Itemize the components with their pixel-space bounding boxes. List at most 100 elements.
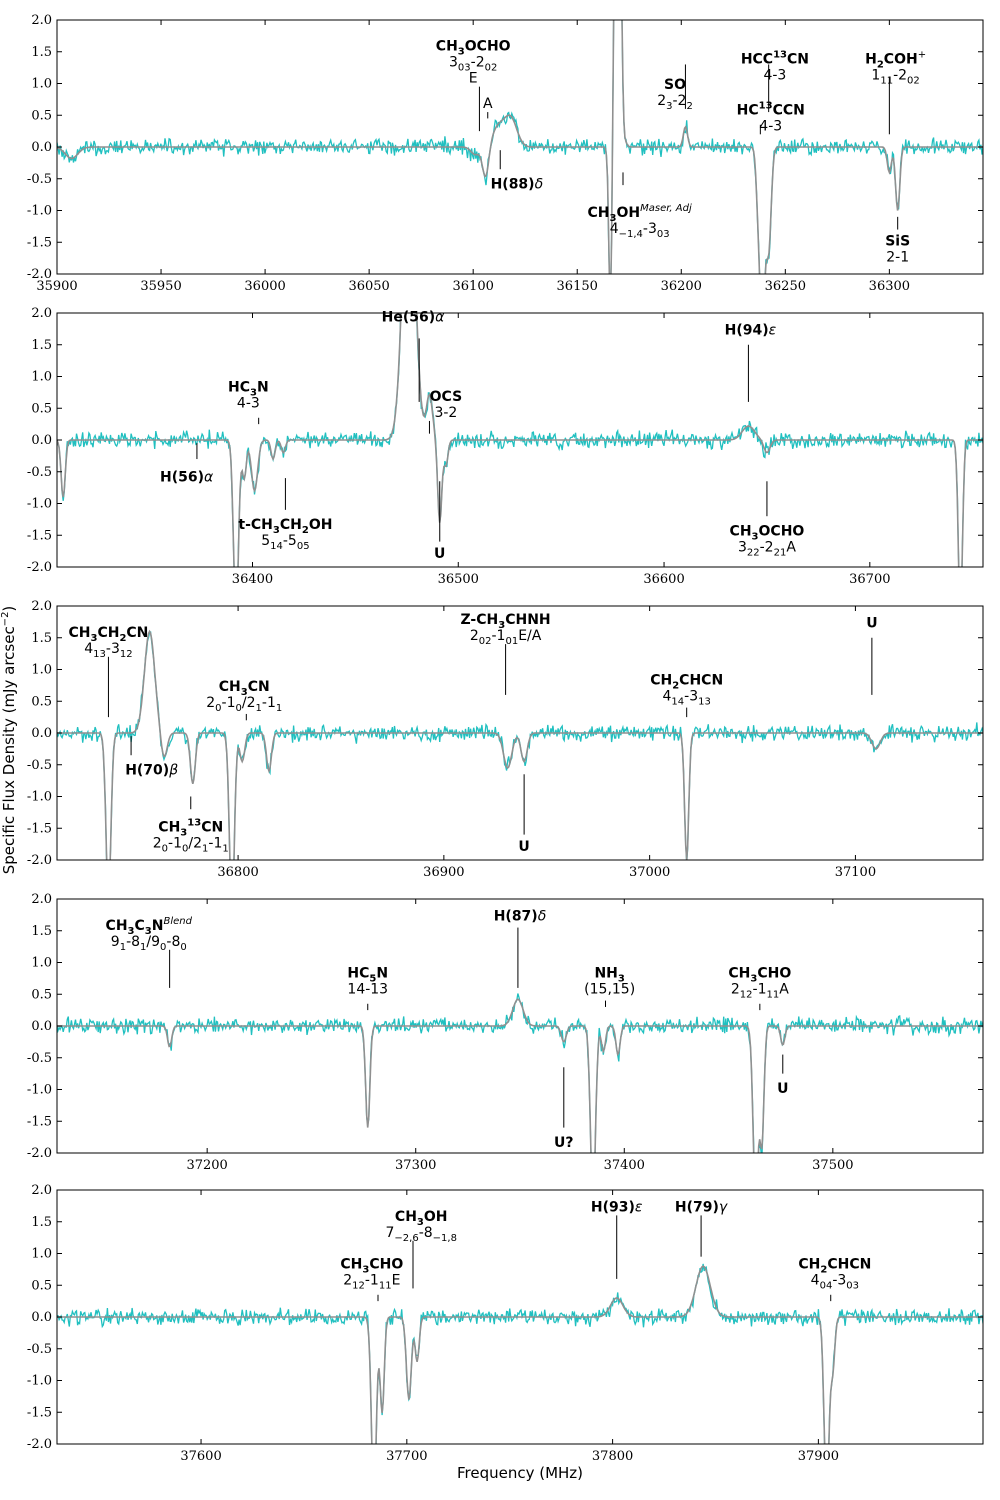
label-segment: 1 — [256, 703, 262, 714]
y-tick-label: 1.0 — [31, 956, 52, 971]
label-segment: 05 — [297, 541, 310, 552]
label-segment: 13 — [187, 818, 201, 829]
label-segment: 3 — [610, 213, 617, 224]
y-tick-label: -2.0 — [27, 853, 52, 868]
y-tick-label: -1.0 — [27, 497, 52, 512]
line-id-text: HC13CCN — [737, 100, 805, 118]
label-segment: /2 — [242, 695, 256, 711]
label-segment: 3 — [90, 633, 97, 644]
label-segment: CHCN — [827, 1256, 871, 1272]
label-segment: 3 — [666, 101, 672, 112]
label-segment: -2 — [893, 68, 907, 84]
label-segment: -1 — [222, 695, 236, 711]
label-segment: 14 — [270, 541, 283, 552]
line-id-text: NH3 — [594, 965, 624, 984]
label-segment: H(94) — [725, 322, 769, 338]
y-axis-label-exponent: −2 — [0, 612, 11, 627]
y-tick-label: 0.0 — [31, 140, 52, 155]
label-segment: 0 — [180, 942, 186, 953]
x-tick-label: 36100 — [453, 279, 494, 294]
line-id-text: He(56)α — [382, 310, 446, 326]
line-id-label: H(93)ε — [591, 1199, 643, 1215]
label-segment: -1 — [492, 628, 506, 644]
label-segment: H(88) — [491, 177, 535, 193]
label-segment: 3 — [738, 540, 747, 556]
label-segment: OH — [424, 1209, 448, 1225]
label-segment: OH — [617, 205, 641, 221]
label-segment: δ — [535, 177, 544, 193]
y-tick-label: 0.5 — [31, 108, 52, 123]
label-segment: 13 — [93, 649, 106, 660]
line-id-text: CH313CN — [158, 818, 223, 839]
label-segment: CN — [126, 625, 148, 641]
x-tick-label: 37400 — [604, 1158, 645, 1173]
model-spectrum-line — [57, 998, 983, 1153]
x-tick-label: 37900 — [798, 1449, 839, 1464]
label-segment: t-CH — [238, 517, 273, 533]
label-segment: 3-2 — [434, 405, 457, 421]
label-segment: -8 — [166, 934, 180, 950]
y-tick-label: 2.0 — [31, 1183, 52, 1198]
label-segment: OCS — [430, 389, 463, 405]
label-segment: He(56) — [382, 310, 436, 326]
line-id-text: CH3CHO — [340, 1256, 403, 1275]
line-id-label: H(70)β — [125, 763, 178, 779]
label-segment: 2 — [877, 60, 884, 71]
label-segment: CH — [798, 1256, 820, 1272]
label-segment: 13 — [698, 696, 711, 707]
y-axis-label-close: ) — [0, 606, 18, 612]
label-segment: (15,15) — [584, 981, 635, 997]
label-segment: CH — [340, 1256, 362, 1272]
line-id-text: SiS — [885, 234, 910, 250]
y-tick-label: 2.0 — [31, 892, 52, 907]
line-id-label: NH3(15,15) — [584, 965, 635, 997]
label-segment: -2 — [760, 540, 774, 556]
label-segment: 02 — [485, 63, 498, 74]
label-segment: CH — [395, 1209, 417, 1225]
y-tick-label: -0.5 — [27, 1342, 52, 1357]
label-segment: 02 — [907, 76, 920, 87]
y-axis-label: Specific Flux Density (mJy arcsec−2) — [0, 606, 18, 875]
label-segment: −1,4 — [619, 229, 643, 240]
line-id-text: U — [518, 839, 529, 855]
label-segment: -1 — [365, 1272, 379, 1288]
y-tick-label: 1.5 — [31, 45, 52, 60]
line-id-text: 212-111A — [731, 981, 789, 1000]
line-id-text: 413-312 — [84, 641, 132, 660]
label-segment: E — [392, 1272, 401, 1288]
label-segment: E/A — [518, 628, 542, 644]
line-id-text: H(93)ε — [591, 1199, 643, 1215]
label-segment: 2 — [657, 93, 666, 109]
label-segment: H(56) — [160, 470, 204, 486]
label-segment: 9 — [111, 934, 120, 950]
label-segment: 1 — [871, 68, 880, 84]
line-id-text: H2COH+ — [865, 50, 926, 71]
label-segment: 3 — [241, 687, 248, 698]
line-id-text: CH3C3NBlend — [106, 916, 193, 937]
label-segment: −2,6 — [394, 1233, 418, 1244]
line-id-text: H(88)δ — [491, 177, 544, 193]
line-id-text: 303-202 — [449, 55, 497, 74]
label-segment: γ — [719, 1199, 728, 1215]
label-segment: A — [779, 981, 789, 997]
label-segment: SO — [664, 77, 686, 93]
label-segment: 3 — [752, 532, 759, 543]
label-segment: /2 — [188, 836, 202, 852]
label-segment: CH — [650, 672, 672, 688]
label-segment: 11 — [766, 989, 779, 1000]
line-id-label: H(79)γ — [675, 1199, 728, 1215]
x-tick-label: 36600 — [643, 572, 684, 587]
line-id-text: U — [434, 546, 445, 562]
label-segment: 4 — [84, 641, 93, 657]
y-tick-label: -1.5 — [27, 528, 52, 543]
label-segment: /9 — [146, 934, 160, 950]
y-tick-label: -0.5 — [27, 758, 52, 773]
label-segment: 2 — [119, 633, 126, 644]
label-segment: 5 — [261, 533, 270, 549]
label-segment: -1 — [753, 981, 767, 997]
